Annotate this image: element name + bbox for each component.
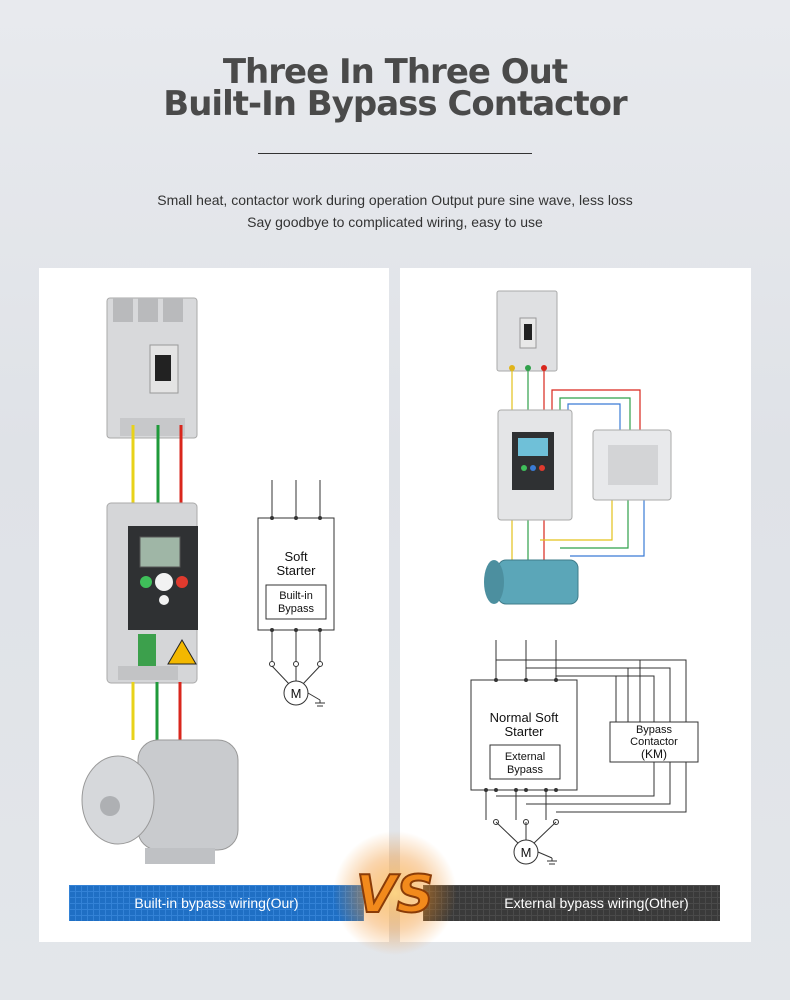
left-schematic-terminal-rings	[269, 661, 323, 667]
right-breaker-icon	[496, 290, 558, 372]
right-banner: External bypass wiring(Other)	[423, 885, 720, 921]
right-inner-label-1: External	[505, 751, 545, 763]
right-schematic-terminals	[484, 678, 558, 792]
page-title-line1: Three In Three Out	[222, 52, 568, 92]
contactor-label-1: Bypass	[636, 724, 673, 736]
left-banner: Built-in bypass wiring(Our)	[69, 885, 364, 921]
right-panel	[400, 268, 751, 942]
soft-starter-device-icon	[106, 502, 198, 684]
left-schematic-terminals	[270, 516, 322, 632]
subtitle-line1: Small heat, contactor work during operat…	[157, 192, 633, 208]
contactor-label-3: (KM)	[641, 747, 667, 761]
right-inner-label-2: Bypass	[507, 764, 544, 776]
right-schematic	[470, 640, 699, 865]
right-box-label-2: Starter	[504, 724, 544, 739]
right-soft-starter-icon	[497, 409, 573, 521]
left-box-label-1: Soft	[284, 549, 308, 564]
right-motor-label: M	[521, 845, 532, 860]
right-schematic-terminal-rings	[493, 819, 559, 825]
right-box-label-1: Normal Soft	[490, 710, 559, 725]
left-inner-label-1: Built-in	[279, 590, 313, 602]
title-divider	[258, 153, 532, 154]
motor-photo-icon	[81, 739, 239, 864]
left-inner-label-2: Bypass	[278, 603, 315, 615]
subtitle-line2: Say goodbye to complicated wiring, easy …	[247, 214, 543, 230]
contactor-label-2: Contactor	[630, 736, 678, 748]
left-box-label-2: Starter	[276, 563, 316, 578]
left-motor-label: M	[291, 686, 302, 701]
circuit-breaker-icon	[106, 297, 198, 439]
right-motor-icon	[484, 559, 579, 605]
right-contactor-icon	[592, 429, 672, 501]
page-title-line2: Built-In Bypass Contactor	[163, 84, 627, 124]
right-wiring	[511, 370, 645, 560]
left-schematic	[257, 480, 335, 707]
